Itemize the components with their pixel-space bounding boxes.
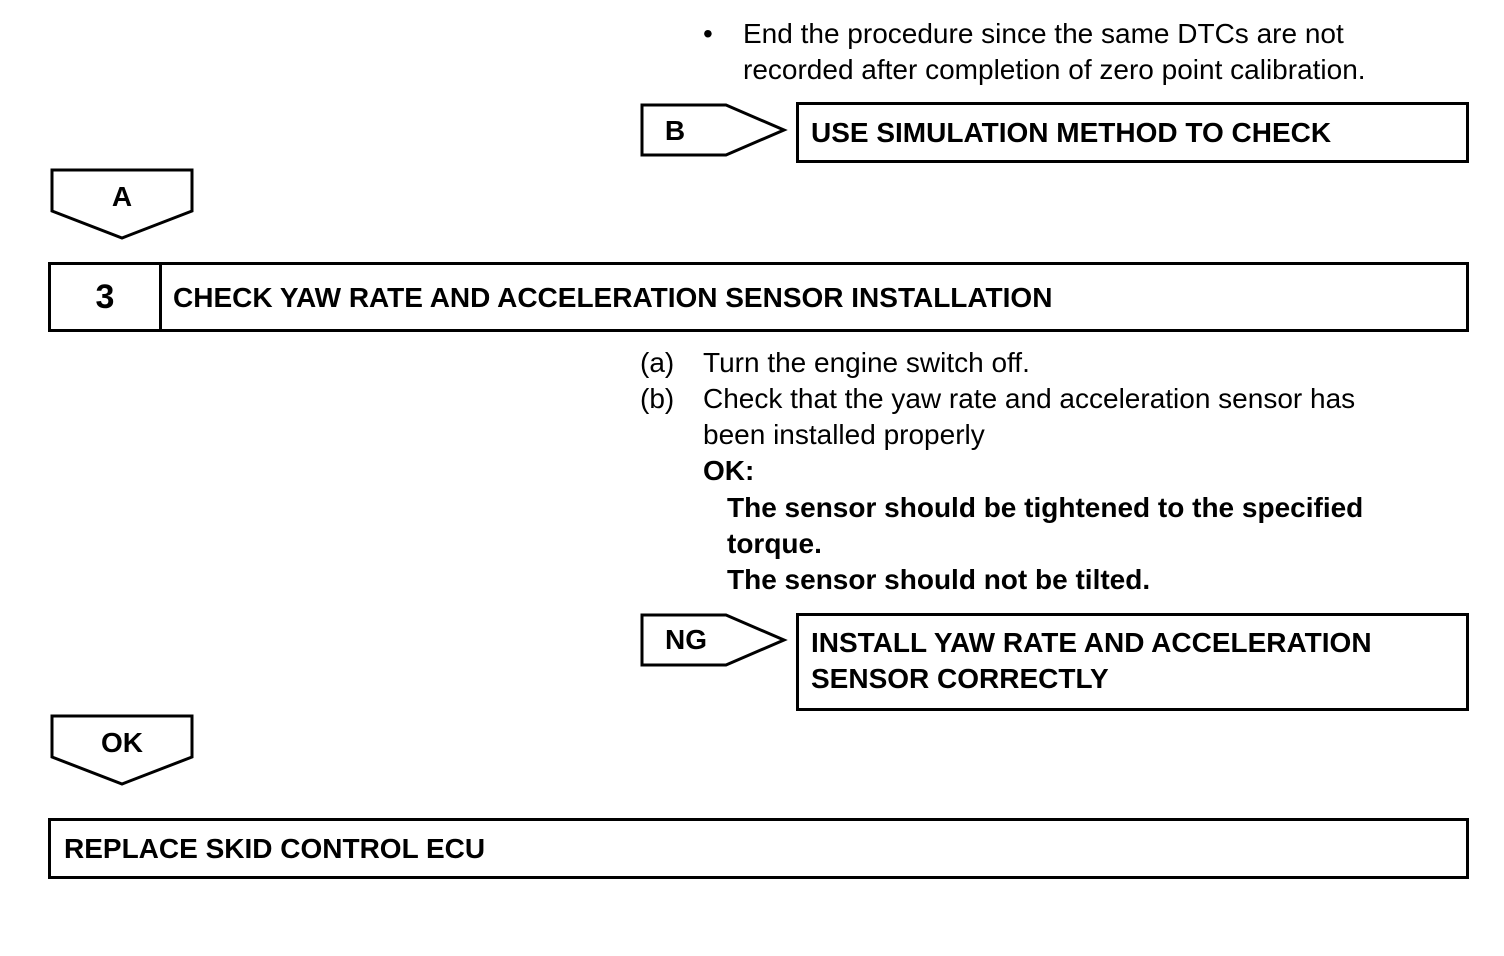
ok-criteria-line-3: The sensor should not be tilted. (727, 564, 1151, 595)
final-action-text: REPLACE SKID CONTROL ECU (64, 833, 486, 864)
branch-b-result: USE SIMULATION METHOD TO CHECK (811, 117, 1332, 148)
arrow-a-shape (50, 168, 194, 240)
step3-number: 3 (95, 278, 115, 316)
ok-criteria-label: OK: (703, 455, 755, 486)
branch-b-result-box: USE SIMULATION METHOD TO CHECK (796, 102, 1469, 163)
branch-ng-result-box: INSTALL YAW RATE AND ACCELERATION SENSOR… (796, 613, 1469, 711)
arrow-ok-label: OK (101, 727, 143, 758)
intro-line-1: End the procedure since the same DTCs ar… (743, 18, 1344, 49)
ok-criteria-line-1: The sensor should be tightened to the sp… (727, 492, 1364, 523)
step3-header: 3 CHECK YAW RATE AND ACCELERATION SENSOR… (48, 262, 1469, 332)
ok-criteria-line-2: torque. (727, 528, 822, 559)
branch-b-arrow-tag (640, 103, 788, 157)
step3-title: CHECK YAW RATE AND ACCELERATION SENSOR I… (173, 282, 1053, 313)
arrow-a-label: A (111, 181, 133, 212)
instruction-b-marker: (b) (640, 383, 675, 414)
final-action-box: REPLACE SKID CONTROL ECU (48, 818, 1469, 879)
arrow-ok-shape (50, 714, 194, 786)
intro-line-2: recorded after completion of zero point … (743, 54, 1366, 85)
instruction-a-text: Turn the engine switch off. (703, 347, 1030, 378)
branch-ng-label: NG (665, 624, 707, 655)
branch-ng-result-line-2: SENSOR CORRECTLY (811, 663, 1109, 694)
instruction-b-line-2: been installed properly (703, 419, 985, 450)
intro-bullet: • (703, 18, 713, 49)
branch-ng-arrow-tag (640, 613, 788, 667)
instruction-a-marker: (a) (640, 347, 675, 378)
branch-b-label: B (664, 115, 686, 146)
branch-ng-result-line-1: INSTALL YAW RATE AND ACCELERATION (811, 627, 1372, 658)
step3-number-divider (159, 265, 162, 329)
instruction-b-line-1: Check that the yaw rate and acceleration… (703, 383, 1356, 414)
